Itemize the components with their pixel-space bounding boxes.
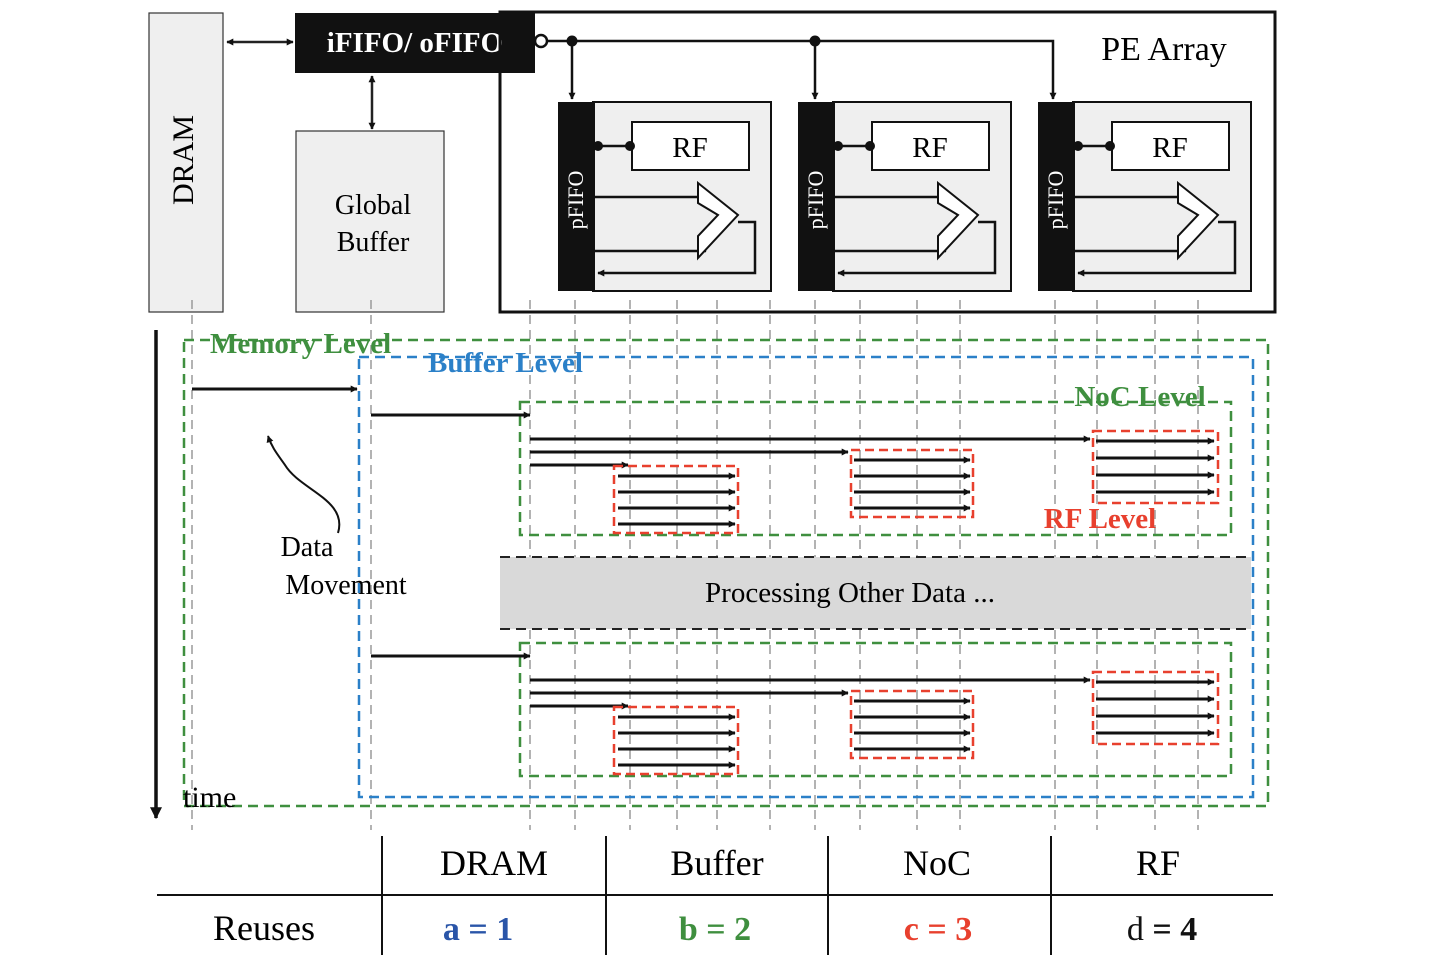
rf-block: RF [1111, 121, 1230, 171]
mac-unit-icon [697, 180, 740, 261]
reuse-table: DRAM Buffer NoC RF Reuses a = 1 b = 2 c … [157, 836, 1273, 955]
rf-label: RF [1152, 132, 1187, 164]
processing-label: Processing Other Data ... [705, 577, 995, 609]
pe-bus [533, 33, 1057, 100]
pfifo-label: pFIFO [803, 171, 828, 230]
pe-array-label: PE Array [1101, 31, 1227, 68]
dram-label: DRAM [167, 115, 200, 205]
fifo-label: iFIFO/ oFIFO [327, 27, 503, 59]
reuse-value-b: b = 2 [679, 911, 751, 948]
rf-block: RF [631, 121, 750, 171]
buffer-level-label: Buffer Level [428, 347, 583, 379]
rf-label: RF [912, 132, 947, 164]
rf-level-label: RF Level [1044, 503, 1156, 535]
table-header-buffer: Buffer [670, 843, 763, 883]
rf-level-box [849, 689, 975, 760]
global-buffer-block: Global Buffer [295, 130, 445, 313]
rf-level-box [849, 448, 975, 519]
timeline-gridlines [191, 300, 1199, 830]
reuse-value-c: c = 3 [904, 911, 972, 948]
rf-level-box [1091, 670, 1220, 746]
pe-array: PE Array [498, 10, 1277, 314]
mac-unit-icon [1177, 180, 1220, 261]
table-header-noc: NoC [903, 843, 971, 883]
buffer-level-box [357, 355, 1255, 799]
rf-level-box [612, 464, 740, 535]
data-movement-label-line2: Movement [285, 570, 407, 601]
pfifo-block: pFIFO [798, 102, 835, 291]
pfifo-block: pFIFO [1038, 102, 1075, 291]
data-movement-pointer [266, 435, 341, 534]
pe-unit-2: pFIFO RF [798, 101, 1012, 292]
mac-unit-icon [937, 180, 980, 261]
rf-block: RF [871, 121, 990, 171]
dram-block: DRAM [148, 12, 224, 313]
table-header-rf: RF [1136, 843, 1180, 883]
pfifo-block: pFIFO [558, 102, 595, 291]
table-header-dram: DRAM [440, 843, 548, 883]
rf-label: RF [672, 132, 707, 164]
noc-level-label: NoC Level [1074, 381, 1205, 413]
noc-level-box-1 [518, 400, 1233, 537]
global-buffer-label-line2: Buffer [337, 227, 410, 258]
data-movement-label-line1: Data [281, 532, 334, 563]
pfifo-label: pFIFO [563, 171, 588, 230]
time-label: time [183, 781, 236, 814]
rf-level-box [1091, 429, 1220, 505]
memory-level-label: Memory Level [210, 328, 391, 360]
processing-band [500, 557, 1251, 629]
global-buffer-label-line1: Global [335, 190, 411, 221]
fifo-block: iFIFO/ oFIFO [295, 13, 535, 73]
pe-unit-1: pFIFO RF [558, 101, 772, 292]
reuse-value-d: d = 4 [1127, 911, 1197, 948]
table-row-label-reuses: Reuses [213, 908, 315, 948]
noc-level-box-2 [518, 641, 1233, 778]
pe-unit-3: pFIFO RF [1038, 101, 1252, 292]
rf-level-box [612, 705, 740, 776]
reuse-value-a: a = 1 [443, 911, 513, 948]
memory-level-box [182, 338, 1270, 808]
pfifo-label: pFIFO [1043, 171, 1068, 230]
